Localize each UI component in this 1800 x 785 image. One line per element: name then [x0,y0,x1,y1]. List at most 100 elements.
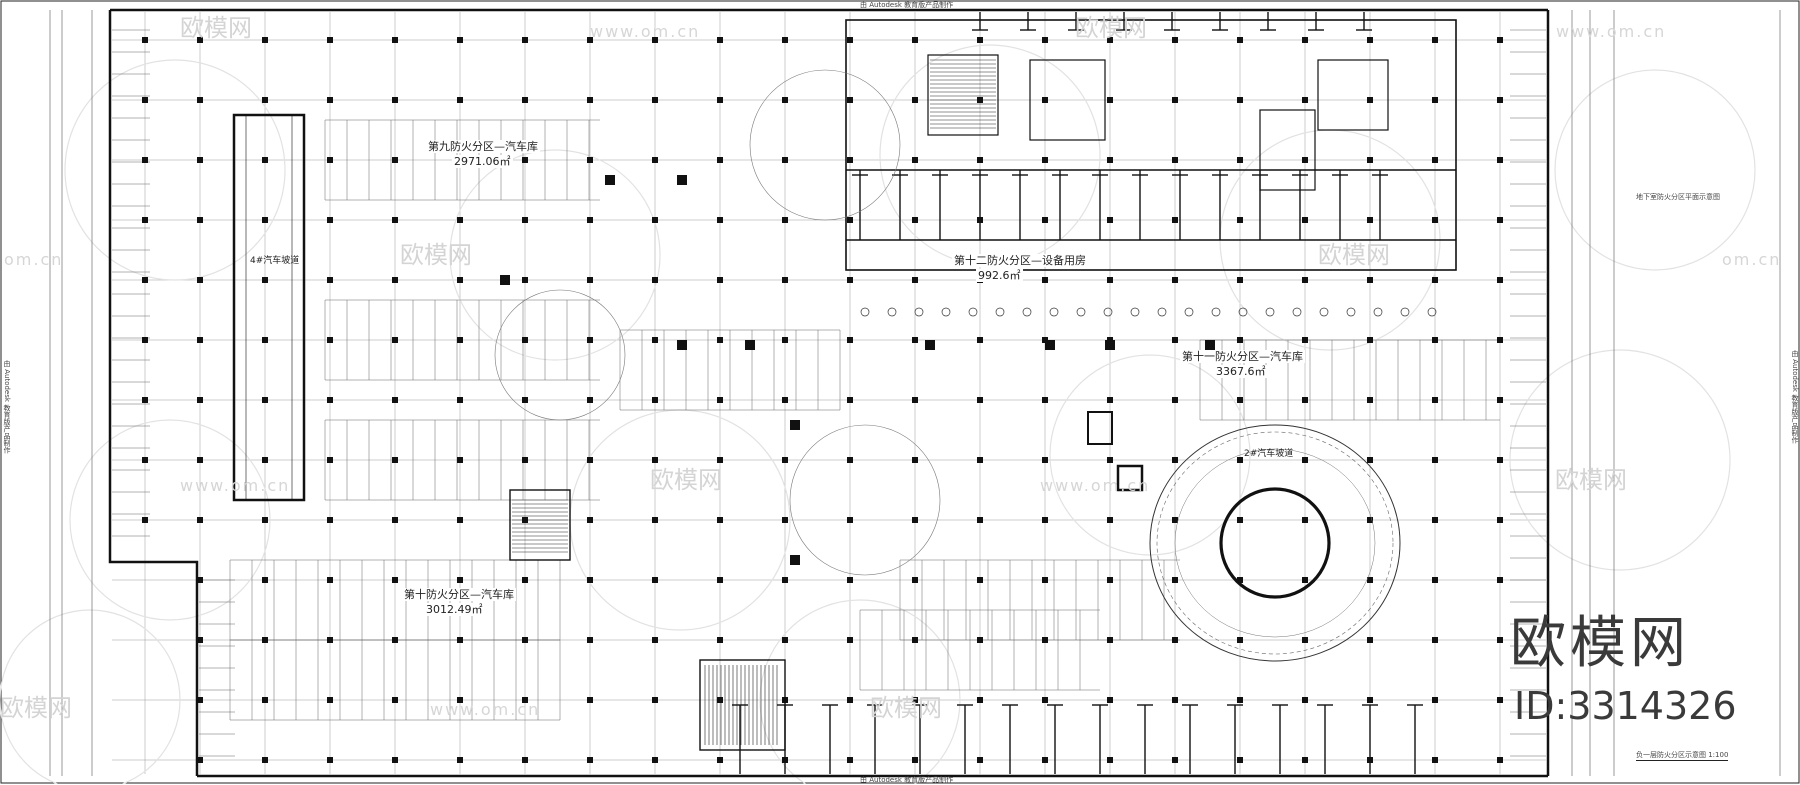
column [197,277,203,283]
column [1302,277,1308,283]
hydrant [1049,307,1059,317]
column [652,217,658,223]
column [912,37,918,43]
column-large [790,420,800,430]
watermark-site: www.om.cn [1040,476,1151,495]
column [1497,37,1503,43]
column [587,217,593,223]
column [587,37,593,43]
column [1107,37,1113,43]
column [522,517,528,523]
column [1497,637,1503,643]
column-large [500,275,510,285]
column [1172,577,1178,583]
column [977,697,983,703]
column [977,577,983,583]
column [1042,277,1048,283]
column [1432,637,1438,643]
column [1042,157,1048,163]
column [1172,697,1178,703]
column [1302,37,1308,43]
column [262,517,268,523]
column [522,97,528,103]
column [1367,457,1373,463]
column [782,277,788,283]
hydrant [941,307,951,317]
column [142,217,148,223]
column [197,517,203,523]
column [717,397,723,403]
column [327,277,333,283]
column [1302,517,1308,523]
hydrant [914,307,924,317]
column [782,517,788,523]
column [142,277,148,283]
column [1497,397,1503,403]
column [1432,277,1438,283]
column [1302,697,1308,703]
column [1367,637,1373,643]
column [1042,457,1048,463]
column [717,157,723,163]
column [457,697,463,703]
column [522,457,528,463]
column [1042,37,1048,43]
column [912,157,918,163]
watermark-logo: 欧模网 [650,466,722,494]
zone11-name: 第十一防火分区—汽车库 [1180,350,1305,363]
column-large [1205,340,1215,350]
column [1107,157,1113,163]
column [652,277,658,283]
column [1367,577,1373,583]
column [1107,577,1113,583]
column [847,337,853,343]
column [652,37,658,43]
column [1172,457,1178,463]
structural-columns [142,37,1503,763]
watermark-site-short: om.cn [4,250,64,269]
column [912,217,918,223]
column [1172,517,1178,523]
column [587,397,593,403]
watermark-site-short: om.cn [1722,250,1782,269]
column [457,97,463,103]
column [717,637,723,643]
column [522,577,528,583]
column [522,337,528,343]
core-upper-middle [845,19,1457,271]
column [1302,337,1308,343]
column [522,397,528,403]
brand-watermark: 欧模网 [1510,611,1690,676]
column [977,517,983,523]
column [782,97,788,103]
zone11-area: 3367.6㎡ [1214,365,1268,378]
bottom-note: 由 Autodesk 教育版产品制作 [860,776,954,784]
column [197,217,203,223]
hydrant [1211,307,1221,317]
column [1367,277,1373,283]
column [262,157,268,163]
column [1237,277,1243,283]
column [782,157,788,163]
zone12-area: 992.6㎡ [976,269,1023,282]
hydrant [1103,307,1113,317]
column [1042,757,1048,763]
column [977,37,983,43]
column [457,277,463,283]
column [782,637,788,643]
column [142,157,148,163]
column [1042,577,1048,583]
column [977,337,983,343]
column [847,457,853,463]
column [847,517,853,523]
column [457,397,463,403]
column [1237,337,1243,343]
column [1432,757,1438,763]
column-large [1105,340,1115,350]
column [197,157,203,163]
column [912,697,918,703]
column [392,517,398,523]
column [142,457,148,463]
